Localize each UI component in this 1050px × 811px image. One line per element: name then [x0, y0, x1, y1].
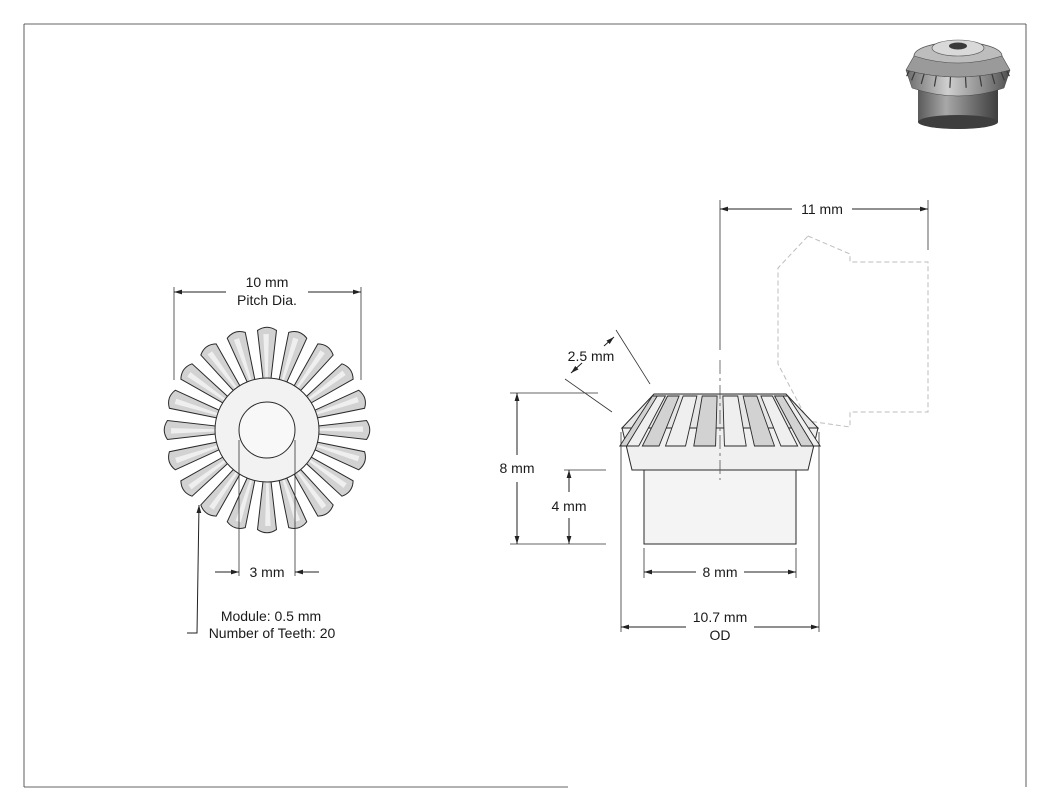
- od-dimension: 10.7 mm OD: [620, 432, 820, 643]
- gear-tooth-highlight: [171, 428, 216, 434]
- height-dimension: 8 mm: [500, 392, 606, 545]
- length-dimension: 11 mm: [719, 200, 929, 350]
- side-gear-tooth: [742, 395, 776, 447]
- hidden-mating-gear: [777, 235, 929, 428]
- gear-tooth-highlight: [235, 479, 253, 523]
- gear-tooth-highlight: [318, 426, 363, 432]
- gear-tooth-highlight: [308, 370, 346, 401]
- pitch-dia-dimension: 10 mm Pitch Dia.: [173, 274, 362, 380]
- iso-gear-thumbnail: [905, 39, 1011, 129]
- bore-hole: [238, 401, 296, 459]
- sheet-border: [23, 23, 1027, 788]
- gear-tooth-highlight: [263, 334, 269, 379]
- gear-tooth-highlight: [281, 337, 299, 381]
- hub-height-value: 4 mm: [552, 498, 587, 514]
- gear-tooth-highlight: [308, 459, 347, 488]
- gear-tooth-highlight: [316, 444, 360, 462]
- hub-height-dimension: 4 mm: [552, 469, 606, 544]
- side-hub: [643, 469, 797, 545]
- gear-tooth-highlight: [296, 350, 325, 389]
- gear-tooth-highlight: [209, 471, 238, 510]
- od-value: 10.7 mm: [693, 609, 747, 625]
- gear-tooth-highlight: [187, 372, 226, 401]
- gear-tooth-highlight: [315, 396, 359, 415]
- module-label: Module: 0.5 mm: [221, 608, 321, 624]
- side-gear-tooth: [760, 395, 799, 447]
- gear-tooth-highlight: [265, 481, 271, 526]
- gear-tooth-highlight: [296, 471, 327, 509]
- side-gear-tooth: [722, 395, 747, 447]
- side-gear-tooth: [618, 395, 659, 447]
- hub-dia-dimension: 8 mm: [643, 548, 797, 580]
- hub-dia-value: 8 mm: [703, 564, 738, 580]
- pitch-dia-label: Pitch Dia.: [237, 292, 297, 308]
- side-gear-tooth: [641, 395, 680, 447]
- front-gear-teeth: [163, 326, 371, 534]
- bore-dimension: 3 mm: [215, 440, 319, 580]
- tooth-face-dimension: 2.5 mm: [564, 329, 651, 413]
- side-gear-tooth: [664, 395, 698, 447]
- gear-tooth-highlight: [282, 478, 301, 522]
- od-label: OD: [710, 627, 731, 643]
- height-value: 8 mm: [500, 460, 535, 476]
- side-gear-tooth: [693, 395, 718, 447]
- side-gear-tooth: [773, 395, 815, 447]
- gear-tooth-highlight: [188, 459, 226, 490]
- length-value: 11 mm: [801, 201, 843, 217]
- gear-tooth-highlight: [233, 338, 252, 382]
- pitch-dia-value: 10 mm: [246, 274, 289, 290]
- side-view: 11 mm 2.5 mm 8 mm 4 mm: [500, 200, 929, 643]
- gear-tooth-highlight: [174, 398, 218, 416]
- gear-tooth-highlight: [175, 445, 219, 464]
- gear-tooth-highlight: [207, 351, 238, 389]
- bore-value: 3 mm: [250, 564, 285, 580]
- module-leader: Module: 0.5 mm Number of Teeth: 20: [187, 504, 336, 641]
- tooth-face-value: 2.5 mm: [568, 348, 615, 364]
- side-gear-teeth: [618, 395, 822, 447]
- teeth-label: Number of Teeth: 20: [209, 625, 336, 641]
- front-view: 10 mm Pitch Dia. 3 mm Module: 0.5 mm Num…: [163, 274, 371, 641]
